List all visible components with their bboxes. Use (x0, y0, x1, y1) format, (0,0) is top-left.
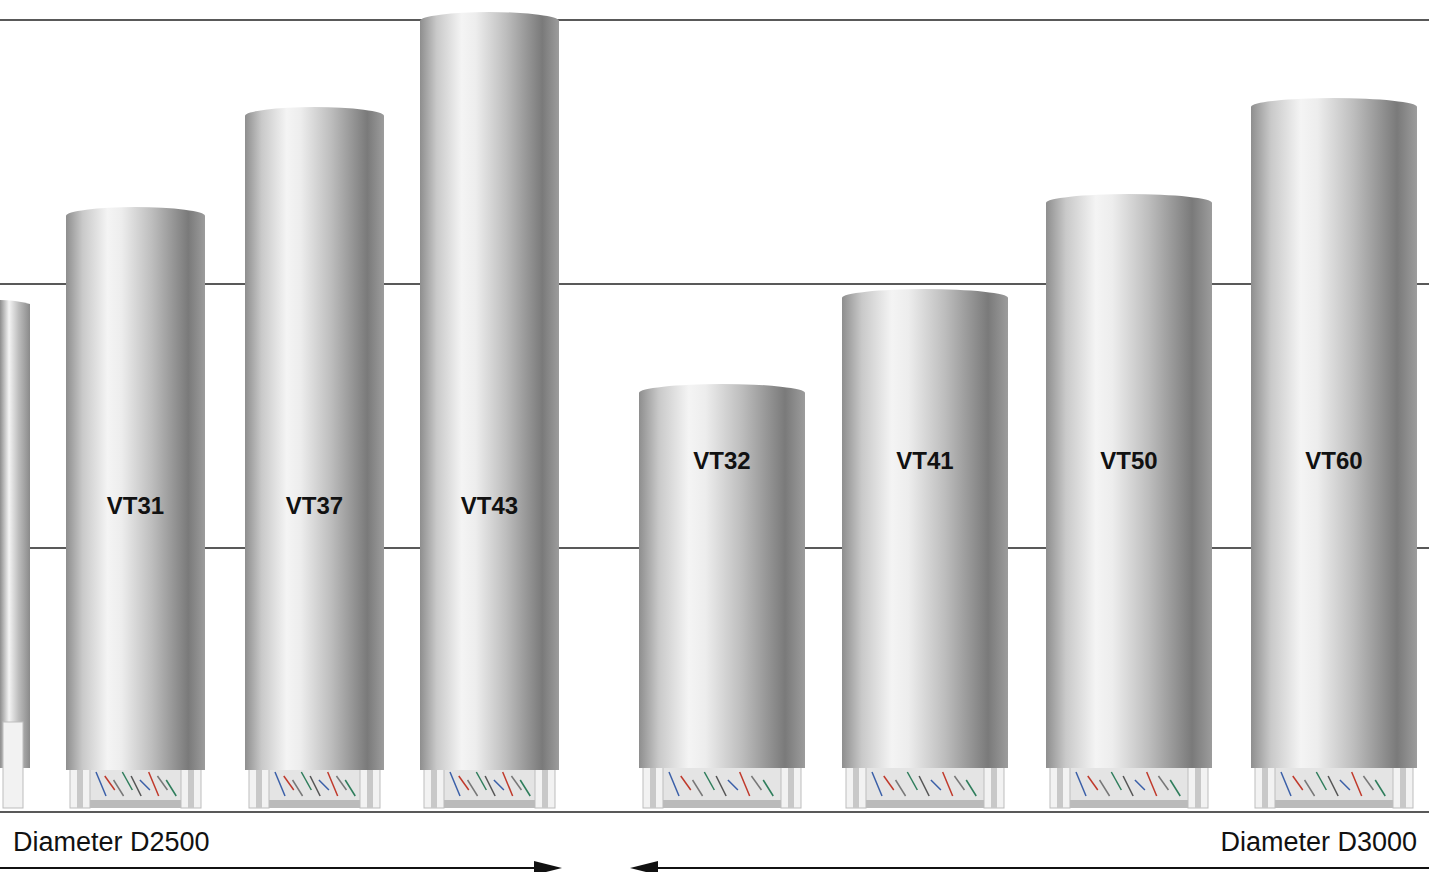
range-arrows (0, 861, 1429, 872)
tank-cylinder: VT37 (245, 107, 384, 770)
tank-base (3, 722, 23, 808)
tank-label: VT60 (1251, 447, 1417, 475)
tank-label: VT32 (639, 447, 805, 475)
tank-cylinder: VT31 (66, 207, 205, 770)
tank-label: VT31 (66, 492, 205, 520)
tank-cylinder: VT43 (420, 12, 559, 770)
diameter-label: Diameter D3000 (1217, 827, 1420, 858)
tank-label: VT41 (842, 447, 1008, 475)
tank-cylinder: VT41 (842, 289, 1008, 768)
diameter-label: Diameter D2500 (10, 827, 213, 858)
tank-label: VT50 (1046, 447, 1212, 475)
tank-cylinder: VT60 (1251, 98, 1417, 768)
tank-label: VT43 (420, 492, 559, 520)
partial-tank (0, 300, 30, 768)
tank-cylinder: VT32 (639, 384, 805, 768)
tank-label: VT37 (245, 492, 384, 520)
tank-cylinder: VT50 (1046, 194, 1212, 768)
